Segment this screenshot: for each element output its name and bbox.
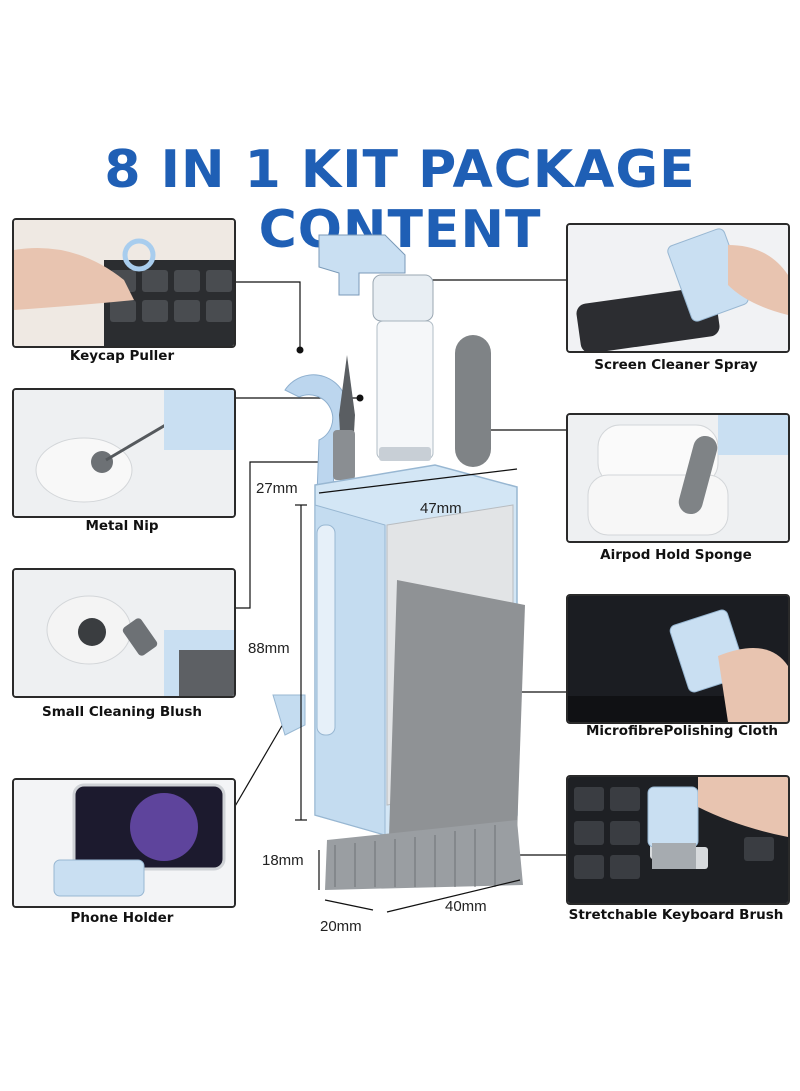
microfibre-cloth	[389, 580, 525, 837]
screen-spray-label: Screen Cleaner Spray	[594, 357, 758, 373]
airpod-sponge-photo	[566, 413, 790, 543]
small-brush-photo	[12, 568, 236, 698]
screen-spray-photo	[566, 223, 790, 353]
keyboard-brush-label: Stretchable Keyboard Brush	[568, 907, 784, 923]
dim-base-depth: 20mm	[320, 918, 362, 935]
keycap-puller-label: Keycap Puller	[69, 348, 175, 364]
dim-brush-height: 18mm	[262, 852, 304, 869]
cleaning-kit-illustration	[272, 234, 525, 913]
airpod-sponge-label: Airpod Hold Sponge	[600, 547, 752, 563]
phone-holder-label: Phone Holder	[70, 910, 174, 926]
keyboard-brush-photo	[566, 775, 790, 905]
small-brush-label: Small Cleaning Blush	[41, 704, 203, 720]
dim-base-width: 40mm	[445, 898, 487, 915]
dim-top-depth: 27mm	[256, 480, 298, 497]
microfibre-cloth-label: MicrofibrePolishing Cloth	[585, 723, 779, 739]
page-title: 8 IN 1 KIT PACKAGE CONTENT	[104, 140, 696, 260]
microfibre-cloth-photo	[566, 594, 790, 724]
spray-bottle	[318, 234, 434, 461]
dim-top-width: 47mm	[420, 500, 462, 517]
keycap-puller-photo	[12, 218, 236, 348]
sponge-stick	[455, 335, 491, 467]
dim-height: 88mm	[248, 640, 290, 657]
small-brush	[333, 430, 355, 480]
phone-holder-photo	[12, 778, 236, 908]
metal-nip-label: Metal Nip	[85, 518, 159, 534]
metal-nip-photo	[12, 388, 236, 518]
